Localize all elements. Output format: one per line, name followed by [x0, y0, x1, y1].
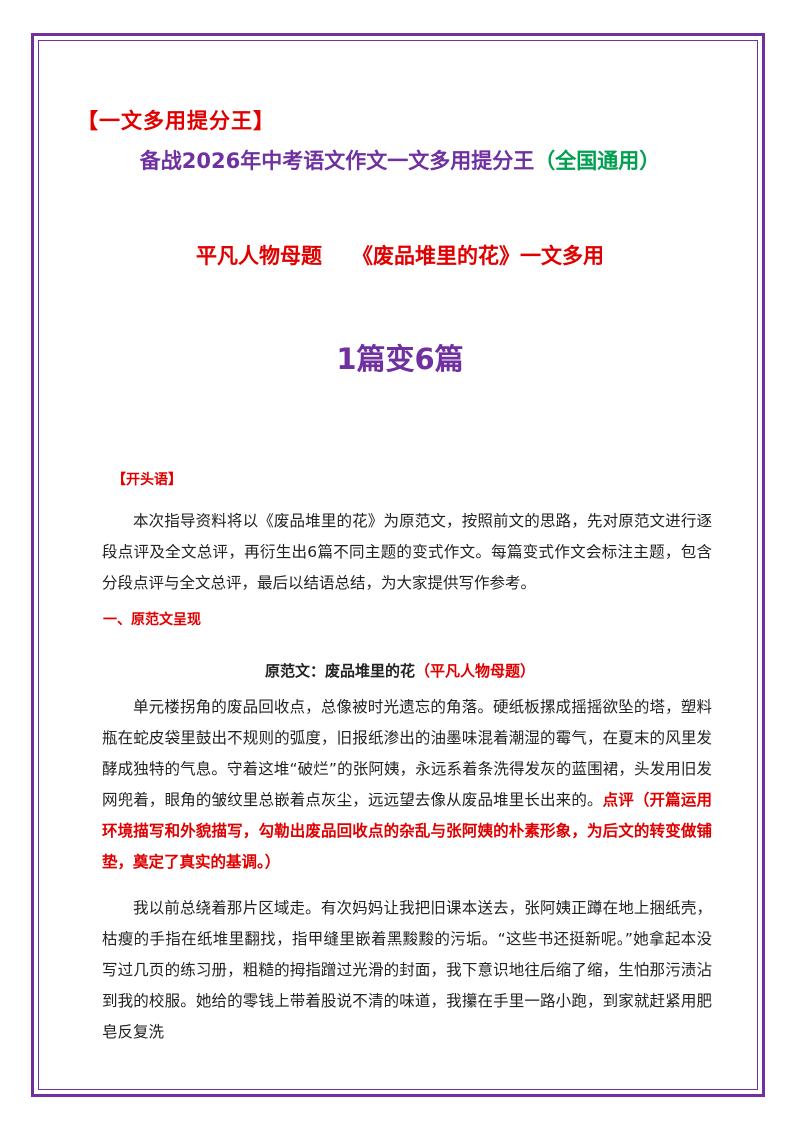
essay-title: 原范文：废品堆里的花（平凡人物母题）	[0, 660, 800, 681]
document-title: 备战2026年中考语文作文一文多用提分王（全国通用）	[0, 145, 800, 175]
topic-label: 平凡人物母题	[196, 244, 322, 268]
series-tag: 【一文多用提分王】	[77, 109, 275, 133]
intro-label: 【开头语】	[112, 472, 182, 488]
topic-subtitle: 平凡人物母题 《废品堆里的花》一文多用	[0, 240, 800, 270]
document-title-main: 备战2026年中考语文作文一文多用提分王	[139, 149, 535, 173]
topic-title: 《废品堆里的花》一文多用	[352, 244, 604, 268]
essay-paragraph-1-text: 单元楼拐角的废品回收点，总像被时光遗忘的角落。硬纸板摞成摇摇欲坠的塔，塑料瓶在蛇…	[102, 698, 712, 809]
essay-theme: （平凡人物母题）	[415, 662, 536, 680]
transform-title: 1篇变6篇	[336, 342, 464, 376]
essay-paragraph-1: 单元楼拐角的废品回收点，总像被时光遗忘的角落。硬纸板摞成摇摇欲坠的塔，塑料瓶在蛇…	[102, 692, 712, 878]
essay-title-text: 原范文：废品堆里的花	[264, 662, 415, 680]
essay-paragraph-2: 我以前总绕着那片区域走。有次妈妈让我把旧课本送去，张阿姨正蹲在地上捆纸壳，枯瘦的…	[102, 899, 712, 1041]
essay-comment-1: 点评（开篇运用环境描写和外貌描写，勾勒出废品回收点的杂乱与张阿姨的朴素形象，为后…	[102, 791, 712, 871]
section-heading: 一、原范文呈现	[103, 612, 201, 628]
page-border-outer	[31, 33, 765, 1097]
document-title-suffix: （全国通用）	[534, 149, 661, 173]
intro-paragraph: 本次指导资料将以《废品堆里的花》为原范文，按照前文的思路，先对原范文进行逐段点评…	[102, 512, 712, 592]
page-border-inner	[38, 40, 758, 1090]
